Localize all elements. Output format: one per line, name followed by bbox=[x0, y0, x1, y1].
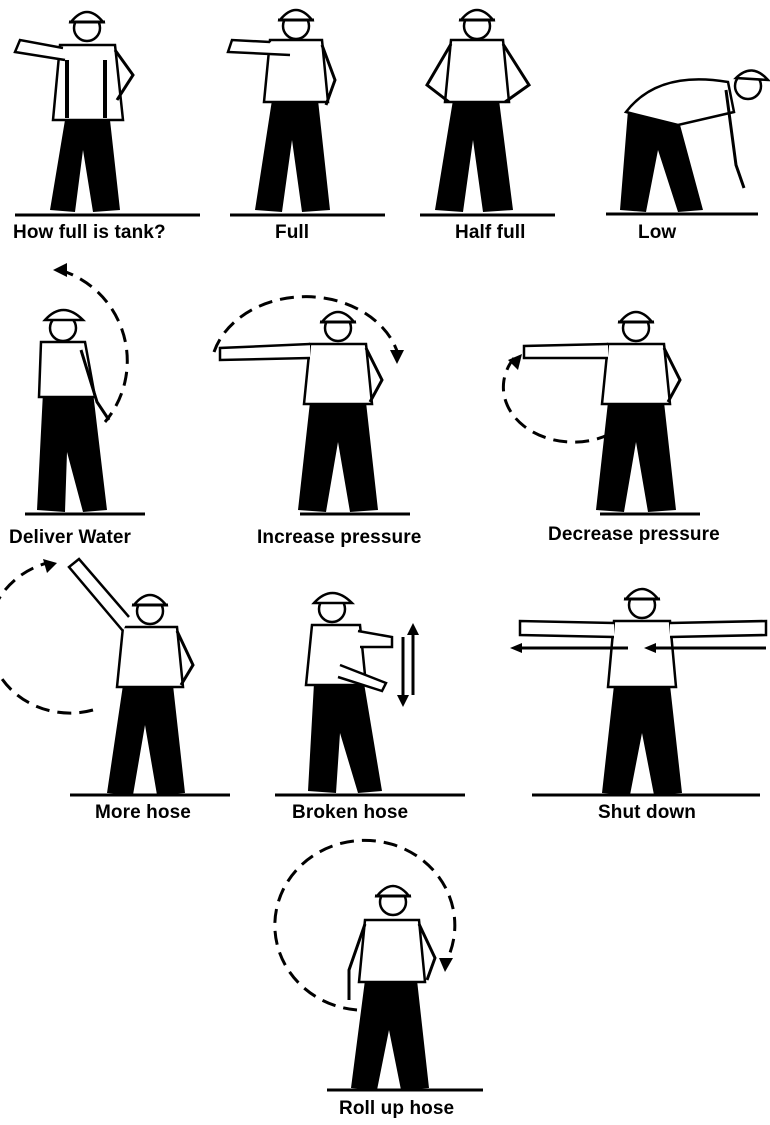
signal-shut-down: Shut down bbox=[510, 555, 720, 805]
figure-bent-over-icon bbox=[598, 0, 768, 250]
figure-hand-to-chin-icon bbox=[210, 0, 420, 250]
caption-broken-hose: Broken hose bbox=[292, 802, 408, 824]
caption-full: Full bbox=[275, 222, 309, 244]
caption-shut-down: Shut down bbox=[598, 802, 696, 824]
signal-low: Low bbox=[598, 0, 770, 250]
caption-deliver-water: Deliver Water bbox=[9, 527, 131, 549]
signal-deliver-water: Deliver Water bbox=[5, 262, 215, 512]
figure-arm-up-circle-icon bbox=[5, 555, 245, 815]
caption-low: Low bbox=[638, 222, 676, 244]
caption-increase-pressure: Increase pressure bbox=[257, 527, 421, 549]
caption-half-full: Half full bbox=[455, 222, 526, 244]
figure-hands-on-hips-icon bbox=[405, 0, 615, 250]
figure-decrease-arc-icon bbox=[500, 262, 740, 532]
figure-arms-extended-icon bbox=[510, 555, 770, 815]
caption-how-full: How full is tank? bbox=[13, 222, 166, 244]
signal-decrease-pressure: Decrease pressure bbox=[500, 262, 710, 512]
caption-roll-up-hose: Roll up hose bbox=[339, 1098, 454, 1120]
signal-increase-pressure: Increase pressure bbox=[210, 262, 420, 512]
figure-up-down-arrows-icon bbox=[270, 555, 470, 815]
signal-more-hose: More hose bbox=[5, 555, 215, 805]
signal-how-full: How full is tank? bbox=[5, 0, 215, 250]
figure-hand-to-helmet-icon bbox=[5, 0, 215, 250]
caption-decrease-pressure: Decrease pressure bbox=[548, 524, 720, 546]
signal-broken-hose: Broken hose bbox=[270, 555, 480, 805]
figure-side-circle-icon bbox=[5, 262, 215, 532]
caption-more-hose: More hose bbox=[95, 802, 191, 824]
signal-roll-up-hose: Roll up hose bbox=[265, 840, 475, 1090]
signal-full: Full bbox=[210, 0, 420, 250]
signal-half-full: Half full bbox=[405, 0, 615, 250]
figure-increase-arc-icon bbox=[210, 262, 450, 532]
figure-circle-over-head-icon bbox=[265, 840, 495, 1100]
